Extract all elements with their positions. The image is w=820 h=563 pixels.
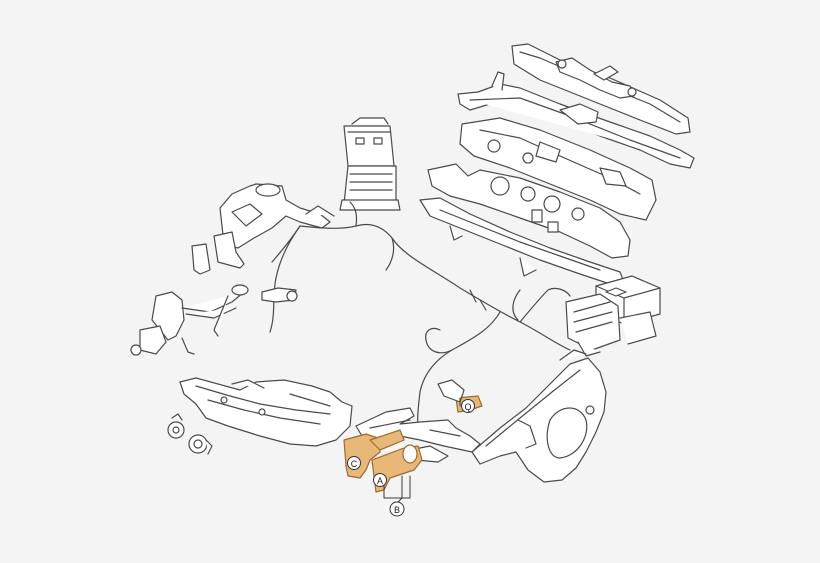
callout-q: Q xyxy=(461,399,475,413)
main-wiring-harness xyxy=(269,201,571,437)
engine-undercover xyxy=(179,377,353,447)
radiator-hose xyxy=(261,287,298,303)
wiper-linkage xyxy=(511,43,691,135)
bracket-q-mount xyxy=(437,379,465,403)
battery xyxy=(339,117,401,211)
upper-cowl-panel xyxy=(457,71,695,169)
right-wheelhouse xyxy=(471,349,607,483)
svg-text:Q: Q xyxy=(464,402,471,412)
horn-assembly xyxy=(167,413,213,455)
front-cross-member xyxy=(355,407,481,463)
washer-reservoir xyxy=(130,284,249,356)
left-fender-apron xyxy=(191,183,335,275)
callout-leaders xyxy=(383,397,461,503)
svg-text:B: B xyxy=(394,505,400,515)
dash-insulator xyxy=(427,163,631,259)
svg-text:C: C xyxy=(351,459,358,469)
dash-panel xyxy=(459,117,657,221)
callout-a: A xyxy=(373,473,387,487)
callout-c: C xyxy=(347,456,361,470)
junction-block xyxy=(565,275,661,357)
callout-b: B xyxy=(389,501,405,517)
svg-text:A: A xyxy=(377,476,383,486)
